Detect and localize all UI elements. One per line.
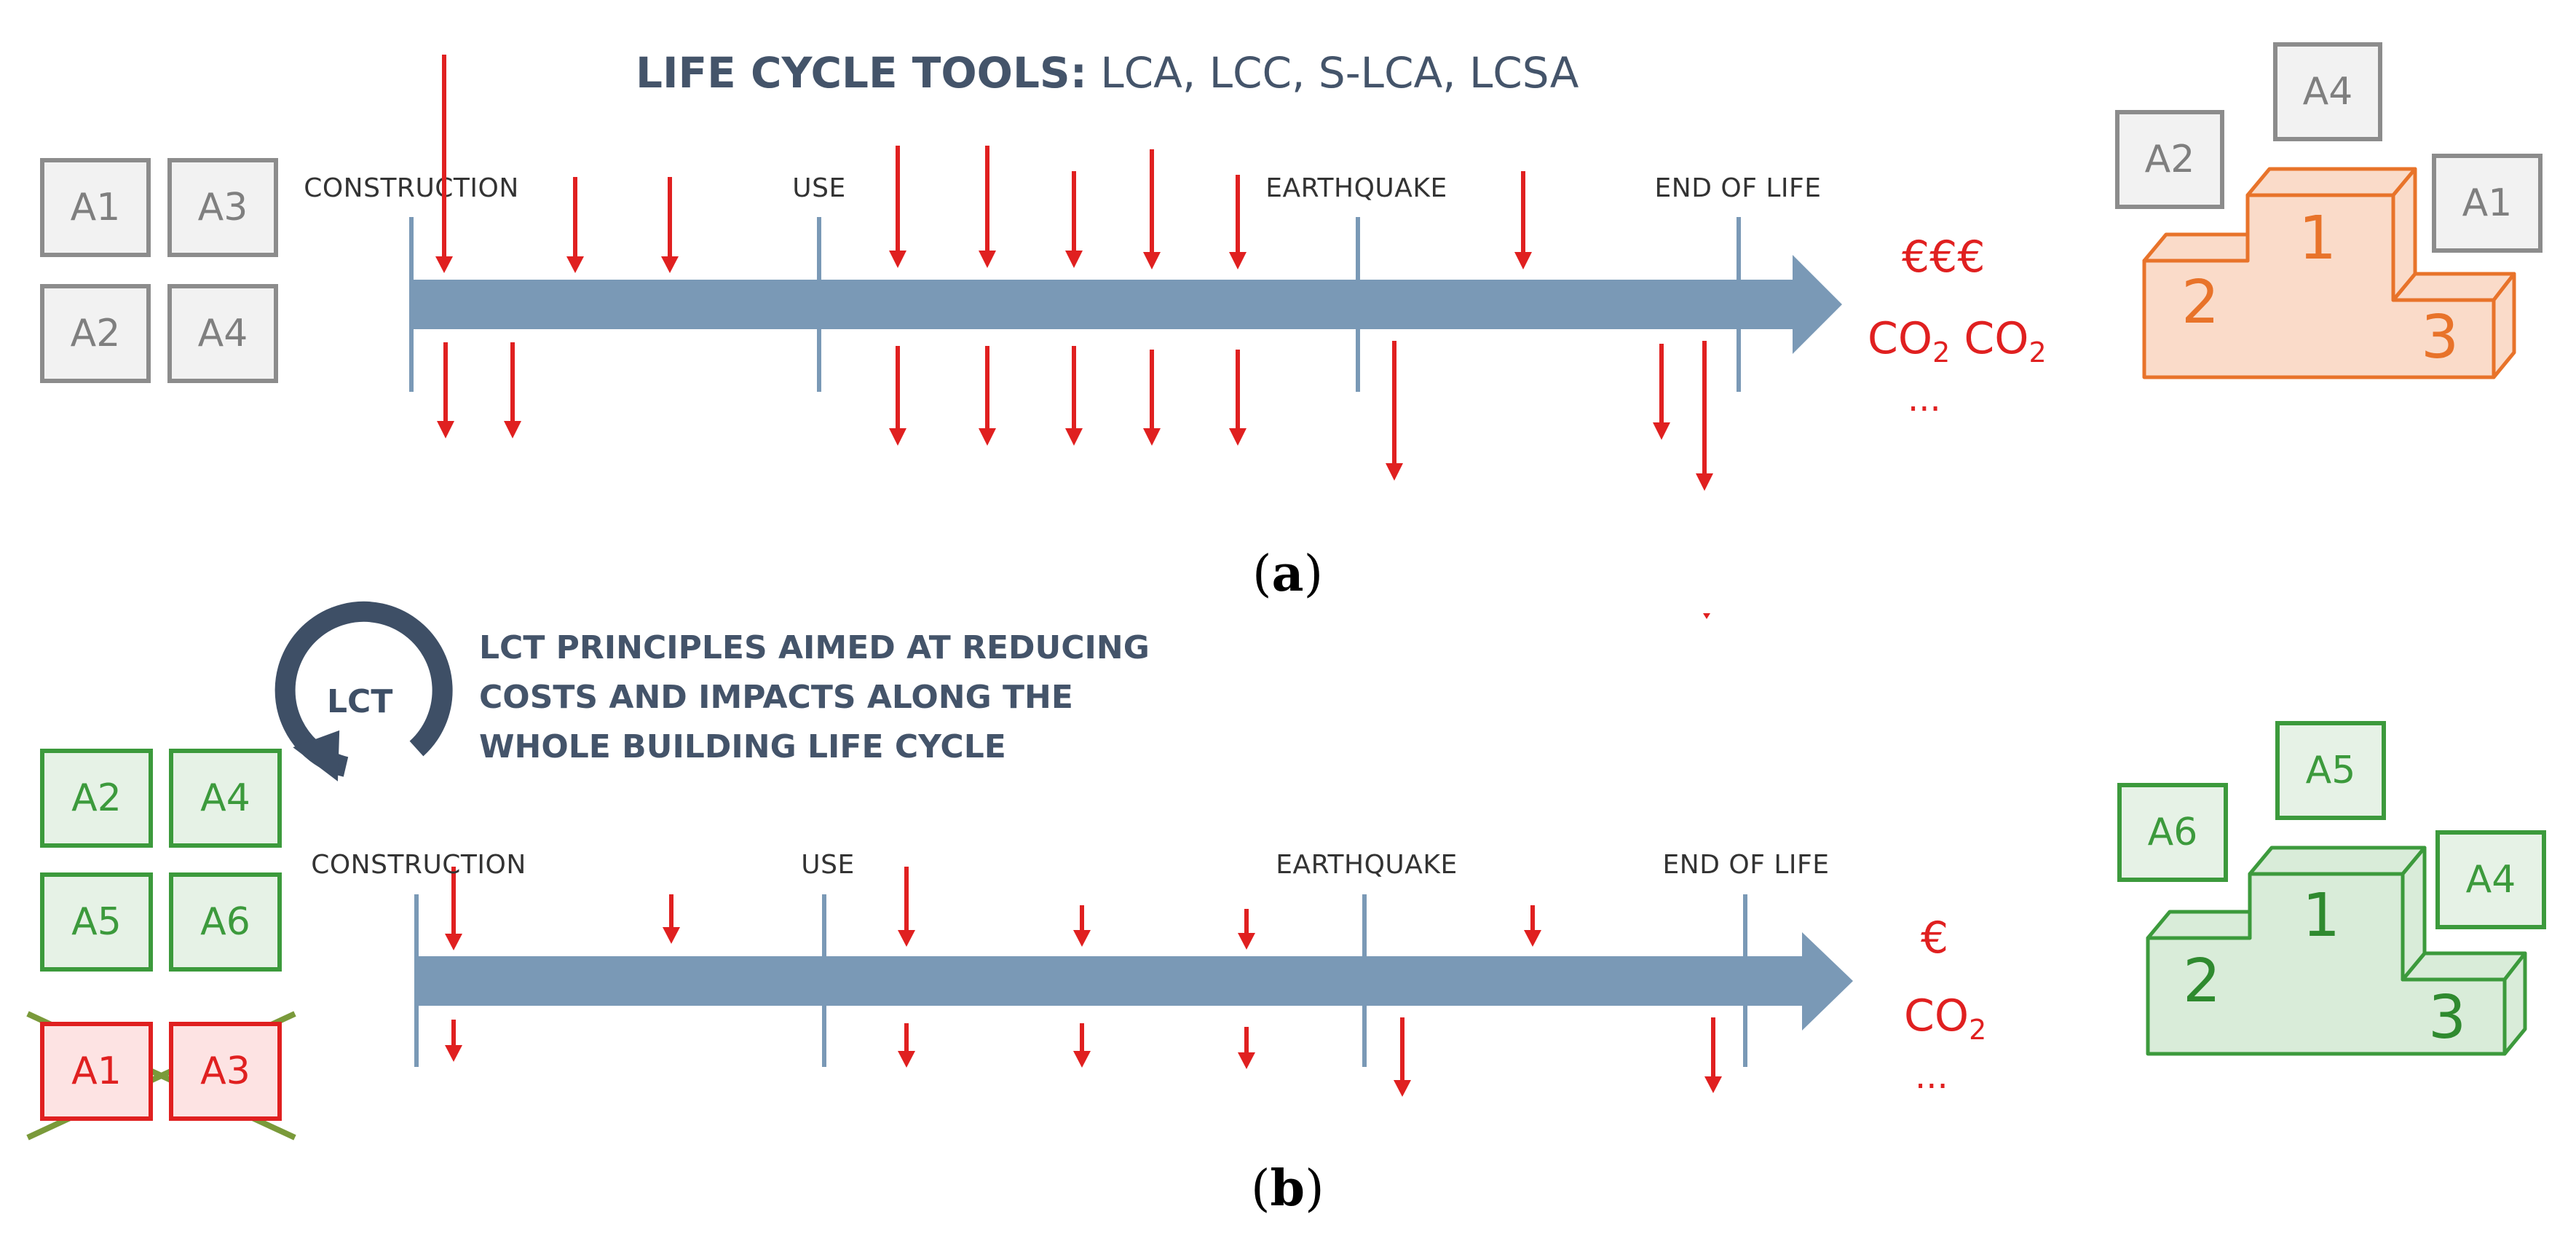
stage-ticks-a (409, 217, 1741, 392)
podium-b-first: 1 (2302, 881, 2341, 950)
stage-label-earthquake: EARTHQUAKE (1265, 173, 1447, 203)
impact-arrows-above-b (445, 867, 1541, 950)
panel-a-title-rest: LCA, LCC, S-LCA, LCSA (1086, 48, 1579, 98)
panel-b-label-letter: b (1270, 1159, 1305, 1218)
alternative-a2: A2 (40, 284, 151, 383)
alternative-b-a6: A6 (169, 872, 282, 972)
stage-label-construction: CONSTRUCTION (304, 173, 519, 203)
timeline-arrow-b (416, 932, 1853, 1031)
podium-b (2146, 846, 2527, 1056)
timeline-arrow-a (411, 255, 1842, 354)
alternative-b-a5: A5 (40, 872, 153, 972)
alternative-a1: A1 (40, 158, 151, 257)
lct-principles-note: LCT PRINCIPLES AIMED AT REDUCING COSTS A… (479, 623, 1150, 772)
lct-cycle-label: LCT (327, 683, 393, 720)
podium-a-first: 1 (2299, 204, 2337, 273)
ranked-alternative-a5: A5 (2275, 721, 2386, 820)
panel-a-title-bold: LIFE CYCLE TOOLS: (636, 48, 1087, 98)
podium-a-second: 2 (2181, 268, 2220, 337)
stage-label-b-end-of-life: END OF LIFE (1662, 850, 1830, 880)
results-co2-b: CO2 (1904, 990, 1986, 1046)
stage-label-b-earthquake: EARTHQUAKE (1276, 850, 1458, 880)
co2-a2-sub: 2 (2028, 336, 2047, 369)
stage-label-b-construction: CONSTRUCTION (311, 850, 526, 880)
lct-cycle-icon (274, 601, 453, 781)
panel-a-title: LIFE CYCLE TOOLS: LCA, LCC, S-LCA, LCSA (636, 48, 1579, 98)
stray-mark (1703, 613, 1710, 619)
ranked-alternative-a4: A4 (2273, 42, 2382, 141)
removed-alternative-a1: A1 (40, 1022, 153, 1121)
impact-arrows-above-a (435, 55, 1532, 273)
results-more-b: ... (1915, 1056, 1948, 1097)
removed-alternative-a3: A3 (169, 1022, 282, 1121)
co2-b: CO (1904, 990, 1969, 1041)
results-co2-a: CO2 CO2 (1868, 313, 2047, 369)
results-more-a: ... (1908, 379, 1941, 419)
stage-label-use: USE (792, 173, 846, 203)
ranked-alternative-b-a4: A4 (2435, 830, 2546, 929)
podium-b-third: 3 (2428, 983, 2467, 1052)
co2-a1: CO (1868, 313, 1933, 364)
lct-note-line-1: LCT PRINCIPLES AIMED AT REDUCING (479, 629, 1150, 666)
alternative-b-a4: A4 (169, 749, 282, 848)
results-cost-b: € (1921, 913, 1949, 964)
lct-note-line-2: COSTS AND IMPACTS ALONG THE (479, 679, 1073, 716)
ranked-alternative-a6: A6 (2117, 783, 2228, 882)
alternative-a3: A3 (167, 158, 278, 257)
panel-a-label-letter: a (1271, 545, 1304, 603)
alternative-b-a2: A2 (40, 749, 153, 848)
stage-label-b-use: USE (801, 850, 855, 880)
co2-a2: CO (1964, 313, 2029, 364)
impact-arrows-below-a (437, 341, 1713, 491)
stage-label-end-of-life: END OF LIFE (1654, 173, 1822, 203)
panel-a-label: (a) (1252, 545, 1324, 603)
results-cost-a: €€€ (1902, 232, 1986, 283)
stage-ticks-b (414, 894, 1747, 1067)
co2-a1-sub: 2 (1932, 336, 1951, 369)
co2-b-sub: 2 (1969, 1014, 1987, 1046)
lct-note-line-3: WHOLE BUILDING LIFE CYCLE (479, 728, 1006, 765)
impact-arrows-below-b (445, 1017, 1722, 1097)
podium-b-second: 2 (2183, 947, 2221, 1016)
alternative-a4: A4 (167, 284, 278, 383)
podium-a (2142, 167, 2516, 379)
podium-a-third: 3 (2421, 303, 2460, 372)
ranked-alternative-a1: A1 (2432, 154, 2543, 253)
ranked-alternative-a2: A2 (2115, 110, 2224, 209)
panel-b-label: (b) (1251, 1159, 1324, 1218)
